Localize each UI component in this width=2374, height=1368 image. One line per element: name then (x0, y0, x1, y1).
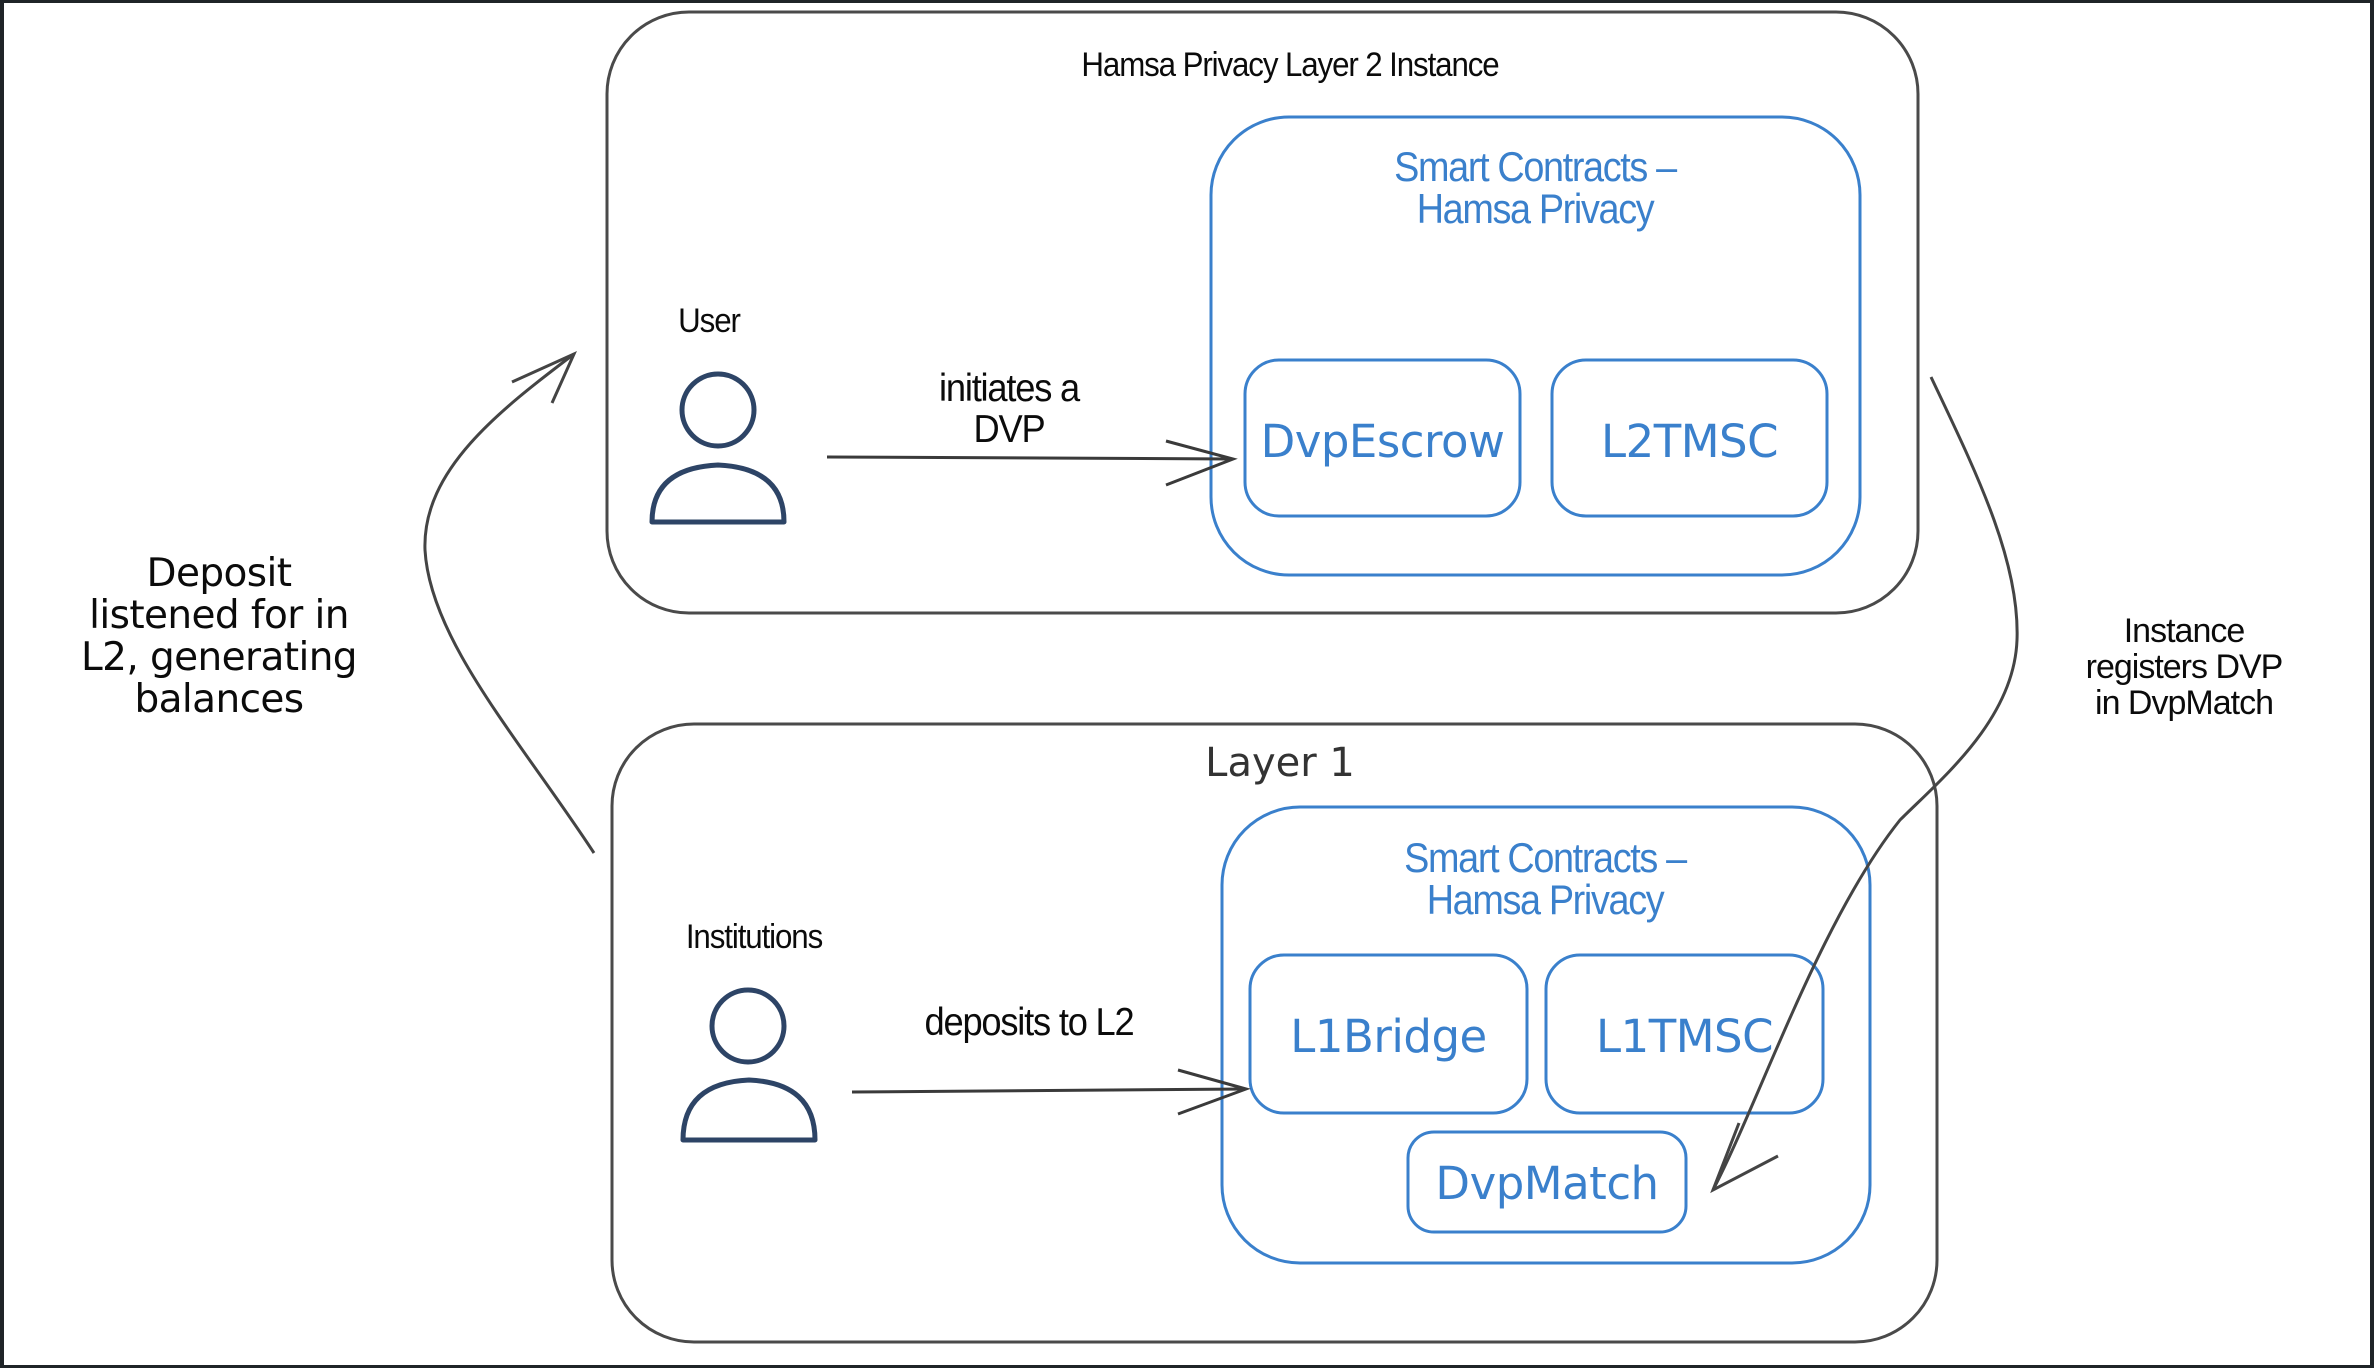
dvpescrow-box (1243, 358, 1522, 518)
registers-dvp-label: Instance registers DVP in DvpMatch (2054, 613, 2314, 721)
layer1-smart-contracts-title: Smart Contracts – Hamsa Privacy (1298, 837, 1793, 921)
institutions-person-icon (680, 987, 818, 1143)
dvpescrow-label: DvpEscrow (1260, 415, 1505, 468)
user-person-icon (649, 371, 787, 525)
smart-contracts-title-line2: Hamsa Privacy (1416, 185, 1655, 232)
right-flow-line2: registers DVP (2085, 648, 2284, 686)
deposit-listened-arrow (423, 351, 596, 854)
deposit-listened-label: Deposit listened for in L2, generating b… (64, 553, 374, 721)
smart-contracts-title-line1: Smart Contracts – (1394, 143, 1677, 190)
layer1-container (610, 722, 1939, 1344)
layer2-smart-contracts-title: Smart Contracts – Hamsa Privacy (1288, 146, 1783, 230)
layer2-title: Hamsa Privacy Layer 2 Instance (1081, 46, 1499, 84)
deposits-to-l2-arrow (851, 1068, 1251, 1116)
deposits-to-l2-label: deposits to L2 (924, 1001, 1135, 1044)
l1tmsc-box (1544, 953, 1825, 1115)
right-flow-line1: Instance (2123, 612, 2246, 650)
diagram-canvas: Hamsa Privacy Layer 2 Instance Smart Con… (4, 3, 2370, 1365)
diagram-graphics (423, 10, 2019, 1344)
layer1-title: Layer 1 (1205, 740, 1355, 786)
edge-label-line1: initiates a (939, 367, 1080, 410)
l1bridge-box (1248, 953, 1529, 1115)
l1bridge-label: L1Bridge (1290, 1010, 1487, 1063)
l2tmsc-label: L2TMSC (1601, 415, 1779, 468)
right-flow-line3: in DvpMatch (2095, 684, 2274, 722)
smart-contracts-title-line1: Smart Contracts – (1404, 834, 1687, 881)
initiates-dvp-label: initiates a DVP (893, 368, 1126, 450)
user-label: User (678, 302, 741, 340)
edge-label-line2: DVP (973, 408, 1046, 451)
l2tmsc-box (1550, 358, 1829, 518)
dvpmatch-box (1406, 1130, 1688, 1234)
left-flow-line2: listened for in (89, 593, 349, 638)
registers-dvp-arrow (1710, 376, 2019, 1194)
left-flow-line4: balances (134, 677, 304, 722)
dvpmatch-label: DvpMatch (1435, 1157, 1659, 1210)
institutions-label: Institutions (685, 918, 823, 956)
layer2-container (605, 10, 1920, 615)
l1tmsc-label: L1TMSC (1596, 1010, 1774, 1063)
left-flow-line1: Deposit (146, 551, 292, 596)
layer1-smart-contracts-container (1220, 805, 1872, 1265)
left-flow-line3: L2, generating (81, 635, 358, 680)
layer2-smart-contracts-container (1209, 115, 1862, 577)
initiates-dvp-arrow (826, 439, 1238, 487)
smart-contracts-title-line2: Hamsa Privacy (1426, 876, 1665, 923)
